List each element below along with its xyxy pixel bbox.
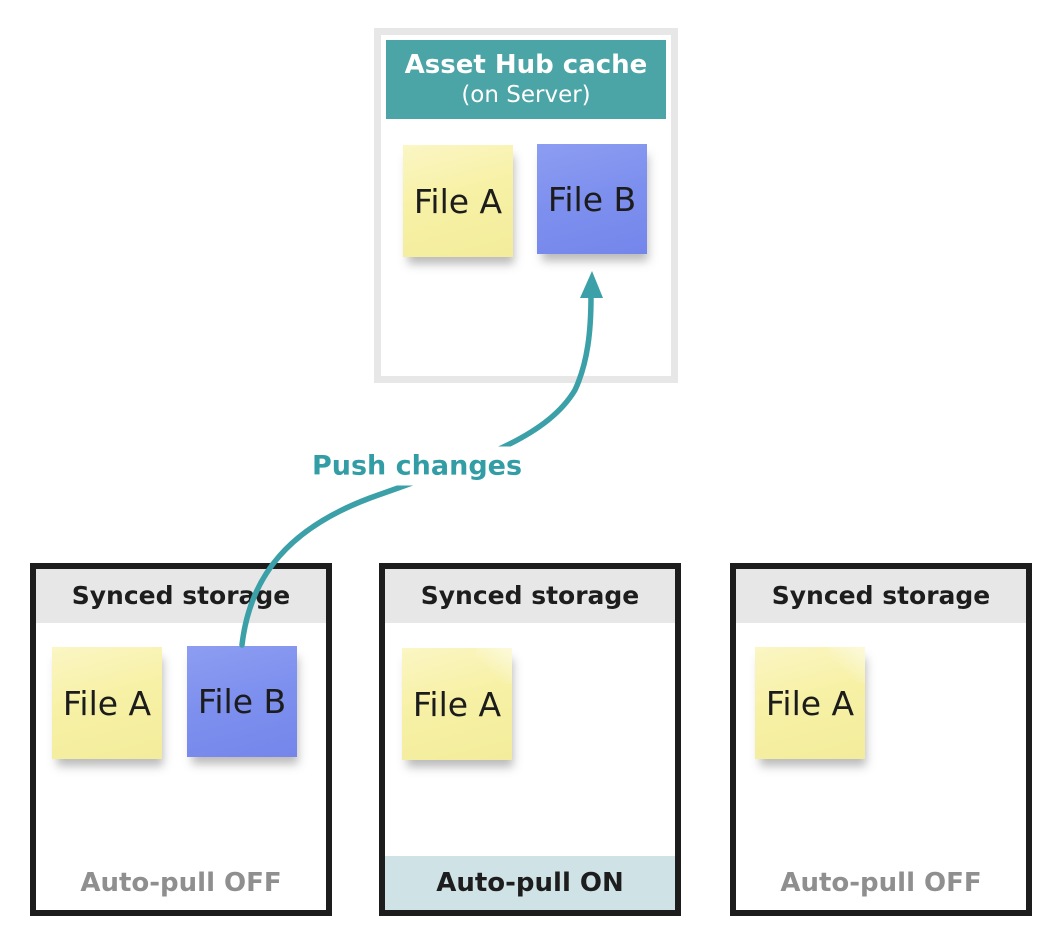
storage-left-sticky-note-file-a: File A: [52, 647, 162, 759]
sticky-label: File A: [62, 683, 152, 723]
storage-header: Synced storage: [385, 569, 675, 623]
auto-pull-status-left: Auto-pull OFF: [80, 868, 282, 898]
storage-box-left: Synced storage File A File B Auto-pull O…: [30, 563, 332, 916]
storage-box-right: Synced storage File A Auto-pull OFF: [730, 563, 1032, 916]
sticky-label: File A: [413, 181, 503, 221]
storage-title: Synced storage: [71, 581, 291, 610]
sticky-label: File A: [765, 683, 855, 723]
storage-box-middle: Synced storage File A Auto-pull ON: [379, 563, 681, 916]
storage-title: Synced storage: [771, 581, 991, 610]
storage-header: Synced storage: [36, 569, 326, 623]
auto-pull-status-right: Auto-pull OFF: [780, 868, 982, 898]
asset-hub-title: Asset Hub cache: [404, 50, 648, 81]
storage-title: Synced storage: [420, 581, 640, 610]
storage-header: Synced storage: [736, 569, 1026, 623]
sticky-label: File B: [197, 682, 287, 721]
hub-sticky-note-file-a: File A: [403, 145, 513, 257]
auto-pull-status-middle: Auto-pull ON: [385, 856, 675, 910]
storage-left-sticky-note-file-b: File B: [187, 646, 297, 757]
sticky-label: File A: [412, 684, 502, 724]
push-changes-label: Push changes: [301, 446, 533, 486]
asset-hub-box: Asset Hub cache (on Server) File A File …: [374, 28, 678, 383]
hub-sticky-note-file-b: File B: [537, 144, 647, 254]
asset-hub-subtitle: (on Server): [461, 81, 591, 108]
storage-right-sticky-note-file-a: File A: [755, 647, 865, 759]
storage-middle-sticky-note-file-a: File A: [402, 648, 512, 760]
sticky-label: File B: [547, 179, 637, 219]
asset-hub-header: Asset Hub cache (on Server): [386, 40, 666, 119]
